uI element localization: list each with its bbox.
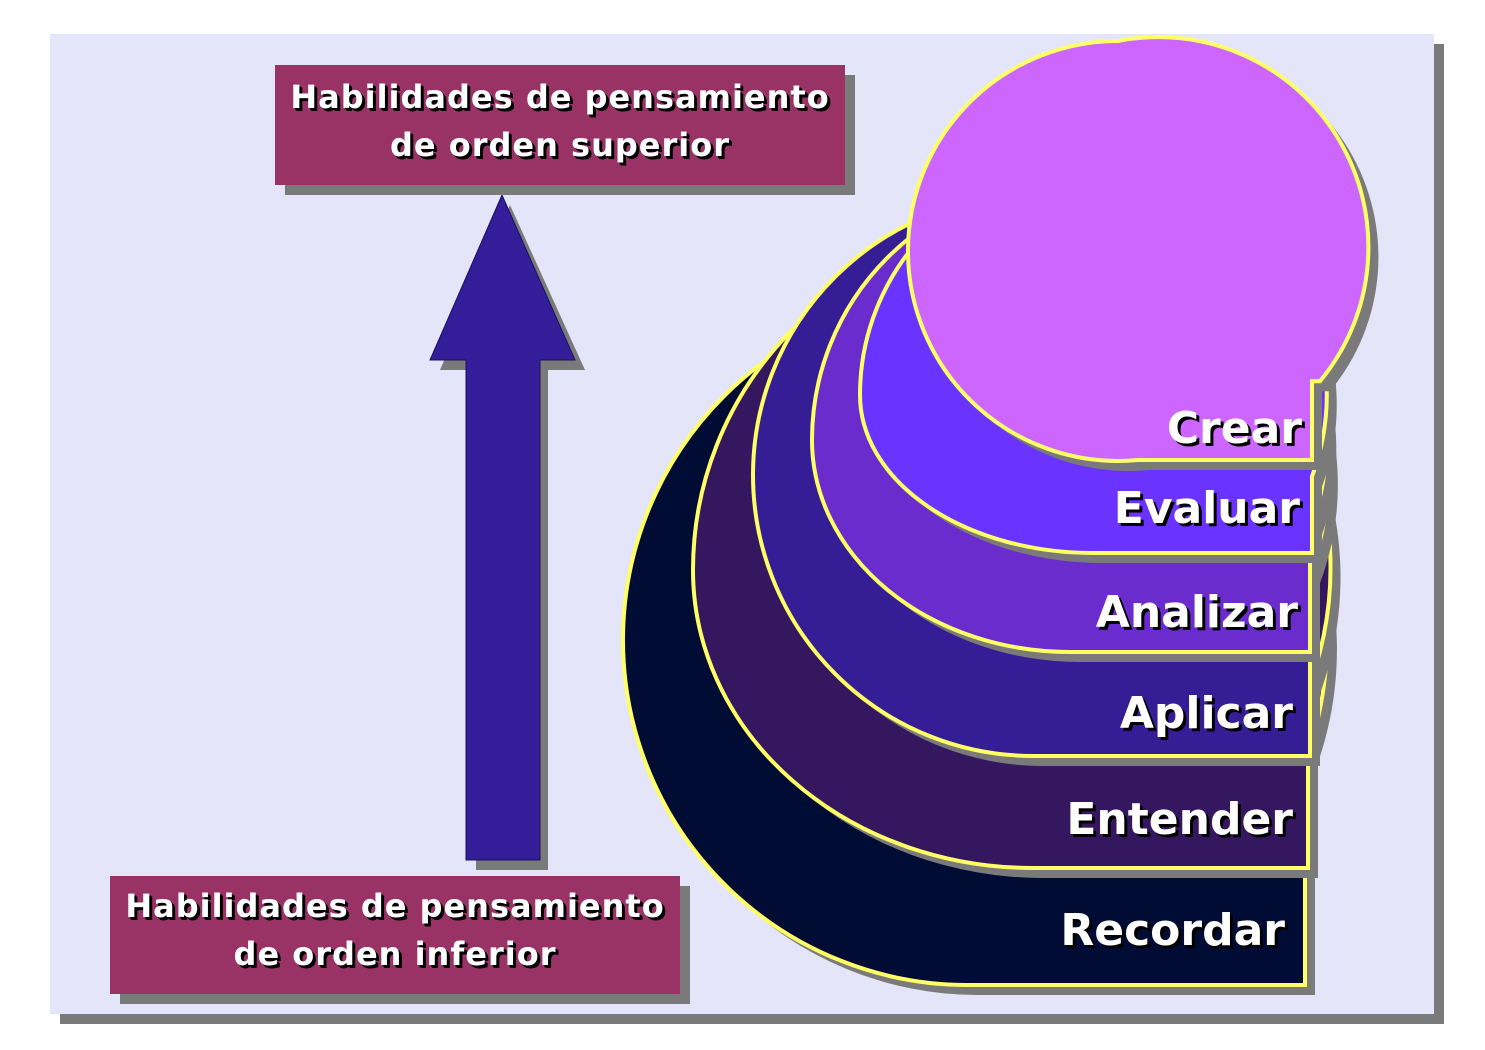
level-label-shadow: Crear: [1170, 406, 1306, 457]
higher-order-label-line2: de orden superior: [390, 126, 730, 164]
lower-order-thinking-label: Habilidades de pensamiento de orden infe…: [110, 876, 680, 994]
level-label: Aplicar: [1120, 688, 1293, 739]
level-shape: [905, 35, 1371, 463]
upward-arrow-body: [429, 193, 576, 861]
level-label-shadow: Evaluar: [1117, 486, 1304, 537]
level-label-shadow: Entender: [1069, 797, 1296, 848]
level-label: Crear: [1167, 403, 1303, 454]
level-label-shadow: Recordar: [1063, 908, 1288, 959]
level-label-shadow: Analizar: [1099, 590, 1302, 641]
lower-order-label-line2: de orden inferior: [233, 935, 557, 973]
higher-order-label-line1: Habilidades de pensamiento: [290, 78, 830, 116]
level-label: Evaluar: [1114, 483, 1301, 534]
level-label: Analizar: [1096, 587, 1299, 638]
level-label: Entender: [1066, 794, 1293, 845]
upward-arrow: [429, 193, 585, 870]
lower-order-label-line1: Habilidades de pensamiento: [125, 887, 665, 925]
level-label-shadow: Aplicar: [1123, 691, 1296, 742]
levels-group: RecordarRecordarEntenderEntenderAplicarA…: [620, 35, 1379, 996]
higher-order-thinking-label: Habilidades de pensamiento de orden supe…: [275, 65, 845, 185]
level-label: Recordar: [1060, 905, 1285, 956]
